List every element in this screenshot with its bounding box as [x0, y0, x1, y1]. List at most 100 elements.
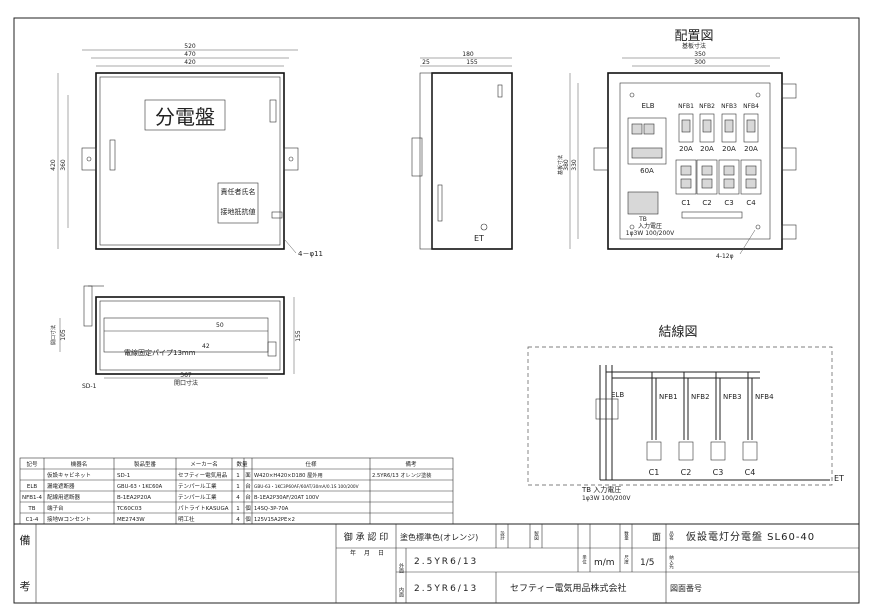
front-dim-top-1: 520	[184, 43, 196, 50]
title-plate	[144, 99, 226, 131]
wiring-tb-line-1: TB 入力電圧	[581, 485, 621, 494]
layout-dim-top-2: 300	[694, 59, 706, 66]
layout-outlet-label-c3: C3	[724, 199, 733, 207]
layout-nfb4	[743, 113, 759, 143]
table-row: ELB 漏電遮断器 GBU-63・1KC60A テンパール工業 1 台 GBU-…	[27, 482, 359, 490]
wiring-breaker-nfb4: NFB4	[755, 393, 774, 401]
layout-view: 配置図 基板寸法 350 300 基板寸法 380 330 ELB NFB1 N…	[557, 29, 797, 260]
side-et: ET	[474, 234, 484, 243]
front-dim-top-2: 470	[184, 51, 196, 58]
layout-breaker-elb: ELB	[641, 102, 654, 110]
table-cell: NFB1-4	[22, 495, 43, 501]
side-dim-top-1: 180	[462, 51, 474, 58]
paint-inner-value: 2.5YR6/13	[414, 584, 478, 594]
table-cell: 仮設キャビネット	[47, 471, 91, 479]
front-hole-note: 4－φ11	[298, 250, 323, 258]
unit-value: m/m	[594, 558, 615, 568]
wiring-elb	[595, 398, 619, 420]
layout-rating-nfb2: 20A	[700, 145, 714, 153]
wiring-breaker-nfb2: NFB2	[691, 393, 710, 401]
table-cell: パトライトKASUGA	[178, 505, 229, 512]
wiring-breaker-elb: ELB	[611, 391, 624, 399]
title-block: 備 考 御 承 認 印 年 月 日 塗色標準色(オレンジ) 外面 内面 2.5Y…	[14, 523, 859, 603]
table-cell: セフティー電気用品	[178, 471, 228, 479]
table-cell: 1	[236, 484, 240, 490]
wiring-view: 結線図 ELB NFB1 NFB2 NFB3 NFB4 C1 C2 C3 C4	[527, 324, 844, 502]
layout-tb-line-1: TB	[638, 216, 647, 223]
table-cell: 個	[245, 515, 251, 523]
table-cell: 個	[245, 504, 251, 512]
layout-hole-note: 4-12φ	[716, 253, 734, 260]
wiring-outlet-c2	[678, 441, 694, 461]
table-header-symbol: 記号	[26, 460, 38, 468]
drawing-number-label: 図面番号	[670, 583, 702, 593]
layout-nfb1	[678, 113, 694, 143]
table-cell: 配線用遮断器	[47, 493, 81, 501]
wiring-outlet-label-c1: C1	[649, 468, 660, 477]
bottom-pipe-note: 電線固定パイプ13mm	[124, 348, 196, 357]
scale-label: 尺度	[624, 555, 629, 566]
table-cell: 漏電遮断器	[47, 482, 75, 490]
layout-outlet-c4	[740, 159, 762, 195]
layout-outlet-c1	[675, 159, 697, 195]
table-cell: ELB	[27, 484, 38, 490]
unit-label: 単位	[582, 554, 587, 565]
bottom-dim-left-1: 開口寸法	[50, 325, 57, 345]
paint-outer-value: 2.5YR6/13	[414, 557, 478, 567]
table-cell: 明工社	[178, 515, 195, 523]
cabinet-front	[95, 72, 285, 250]
remarks-bottom: 考	[20, 580, 31, 593]
table-cell: 14SQ-3P-70A	[254, 506, 289, 512]
layout-dim-left-2: 380	[563, 159, 570, 171]
date-month: 月	[364, 550, 370, 557]
col-quantity: 数量	[624, 530, 629, 542]
table-cell: 1	[236, 506, 240, 512]
table-cell: 面	[245, 472, 251, 479]
table-cell: W420×H420×D180 屋外用	[254, 471, 323, 479]
wiring-tb-line-2: 1φ3W 100/200V	[582, 495, 631, 502]
table-cell: テンパール工業	[178, 493, 217, 501]
layout-nfb2	[699, 113, 715, 143]
layout-enclosure	[607, 72, 783, 250]
layout-outlet-label-c1: C1	[681, 199, 690, 207]
wiring-breaker-nfb1: NFB1	[659, 393, 678, 401]
table-cell: 台	[245, 482, 251, 490]
table-cell: 4	[236, 517, 240, 523]
layout-rating-nfb1: 20A	[679, 145, 693, 153]
product-name-label: 品名	[669, 531, 674, 542]
date-day: 日	[378, 550, 384, 557]
layout-dim-left-3: 330	[571, 159, 578, 171]
table-cell: 台	[245, 493, 251, 501]
front-view: 分電盤 責任者氏名 接地抵抗値 520 470 420 420 360 4－φ1…	[50, 43, 323, 258]
wiring-outlet-label-c3: C3	[713, 468, 724, 477]
scale-value: 1/5	[640, 558, 654, 568]
company-name: セフティー電気用品株式会社	[510, 582, 626, 594]
cabinet-side	[431, 72, 513, 250]
layout-rating-nfb3: 20A	[722, 145, 736, 153]
layout-breaker-nfb1: NFB1	[678, 103, 694, 110]
table-cell: 125V15A2PE×2	[254, 517, 295, 523]
customer-label: 納入先	[669, 554, 674, 570]
layout-dim-top-1: 350	[694, 51, 706, 58]
front-title: 分電盤	[155, 105, 215, 129]
wiring-outlet-label-c2: C2	[681, 468, 692, 477]
wiring-breaker-nfb3: NFB3	[723, 393, 742, 401]
table-cell: 4	[236, 495, 240, 501]
table-cell: GBU-63・1KC3P60AF/60AT/30mA/0.1S 100/200V	[254, 484, 359, 490]
quantity-unit: 面	[652, 532, 661, 543]
table-cell: テンパール工業	[178, 482, 217, 490]
layout-note-top: 基板寸法	[682, 42, 706, 50]
paint-outer-label: 外面	[398, 562, 404, 574]
layout-rating-nfb4: 20A	[744, 145, 758, 153]
table-header-note: 備考	[405, 460, 417, 468]
bottom-dim-left-2: 105	[60, 329, 67, 341]
table-row: TB 端子台 TC60C03 パトライトKASUGA 1 個 14SQ-3P-7…	[27, 504, 288, 512]
remarks-top: 備	[20, 534, 31, 547]
layout-breaker-nfb2: NFB2	[699, 103, 715, 110]
layout-tb-line-3: 1φ3W 100/200V	[626, 230, 675, 237]
bottom-dim-right: 155	[295, 330, 302, 342]
layout-tb-line-2: 入力電圧	[638, 222, 662, 230]
bottom-dim-bottom-2: 開口寸法	[174, 379, 198, 387]
bottom-part-label: SD-1	[82, 383, 97, 390]
layout-breaker-nfb4: NFB4	[743, 103, 759, 110]
